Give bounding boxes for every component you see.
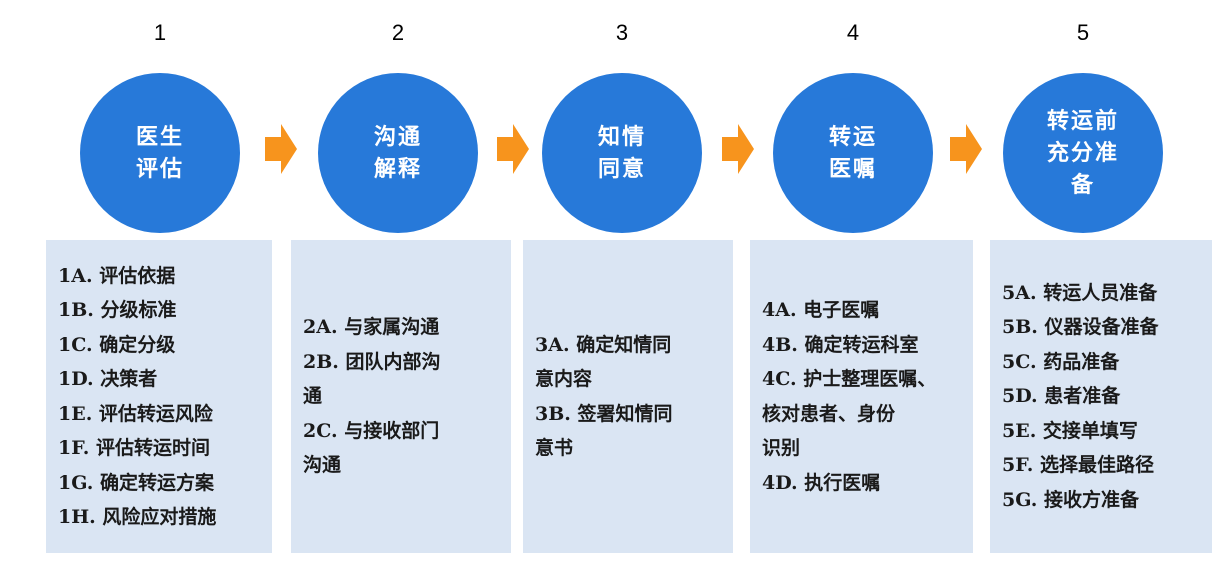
list-item: 5D. 患者准备 [1002,385,1121,408]
step-detail-box-2: 2A. 与家属沟通 2B. 团队内部沟 通 2C. 与接收部门 沟通 [291,240,511,553]
list-item: 1G. 确定转运方案 [58,471,214,494]
list-item: 沟通 [303,454,342,477]
step-circle-5: 转运前 充分准 备 [1003,73,1163,233]
step-title-line: 评估 [135,156,184,182]
list-item: 意内容 [535,368,593,390]
list-item: 4A. 电子医嘱 [762,299,880,321]
list-item: 2B. 团队内部沟 [303,350,441,373]
step-title-line: 解释 [373,156,422,182]
arrow-right-icon [722,124,754,174]
arrow-right-icon [950,124,982,174]
list-item: 5C. 药品准备 [1002,350,1120,373]
step-number-1: 1 [153,20,167,45]
list-item: 5A. 转运人员准备 [1002,281,1158,304]
list-item: 4C. 护士整理医嘱、 [762,368,937,390]
list-item: 5G. 接收方准备 [1002,488,1139,511]
step-title-line: 转运 [828,124,877,150]
step-circle-3: 知情 同意 [542,73,702,233]
step-title-line: 备 [1070,172,1095,198]
step-title-line: 同意 [597,156,646,182]
step-title-line: 充分准 [1046,140,1119,166]
list-item: 识别 [762,437,801,459]
step-title-line: 医生 [135,124,184,150]
step-number-5: 5 [1076,20,1090,45]
list-item: 核对患者、身份 [762,402,896,425]
list-item: 1A. 评估依据 [58,264,176,287]
list-item: 1H. 风险应对措施 [58,506,217,528]
step-title-line: 转运前 [1046,108,1119,134]
step-detail-box-5: 5A. 转运人员准备 5B. 仪器设备准备 5C. 药品准备 5D. 患者准备 … [990,240,1212,553]
step-number-3: 3 [615,20,629,45]
list-item: 3B. 签署知情同 [535,402,673,425]
step-number-2: 2 [391,20,405,45]
step-circle-2: 沟通 解释 [318,73,478,233]
list-item: 4D. 执行医嘱 [762,471,881,494]
step-detail-box-1: 1A. 评估依据 1B. 分级标准 1C. 确定分级 1D. 决策者 1E. 评… [46,240,272,553]
list-item: 5B. 仪器设备准备 [1002,316,1159,339]
arrow-right-icon [497,124,529,174]
list-item: 5E. 交接单填写 [1002,419,1138,442]
step-title-line: 知情 [597,124,646,150]
step-circle-1: 医生 评估 [80,73,240,233]
step-circle-4: 转运 医嘱 [773,73,933,233]
list-item: 2C. 与接收部门 [303,419,440,442]
list-item: 1D. 决策者 [58,368,158,390]
list-item: 5F. 选择最佳路径 [1002,454,1155,477]
list-item: 1B. 分级标准 [58,299,177,321]
step-number-4: 4 [846,20,860,45]
arrow-right-icon [265,124,297,174]
list-item: 1C. 确定分级 [58,333,176,356]
list-item: 1E. 评估转运风险 [58,402,213,425]
list-item: 2A. 与家属沟通 [303,316,440,339]
step-title-line: 医嘱 [828,156,877,182]
list-item: 3A. 确定知情同 [535,333,672,356]
step-detail-box-3: 3A. 确定知情同 意内容 3B. 签署知情同 意书 [523,240,733,553]
step-detail-box-4: 4A. 电子医嘱 4B. 确定转运科室 4C. 护士整理医嘱、 核对患者、身份 … [750,240,973,553]
list-item: 4B. 确定转运科室 [762,333,919,356]
list-item: 1F. 评估转运时间 [58,437,211,459]
list-item: 通 [303,385,323,408]
step-title-line: 沟通 [373,124,422,150]
list-item: 意书 [535,437,574,459]
